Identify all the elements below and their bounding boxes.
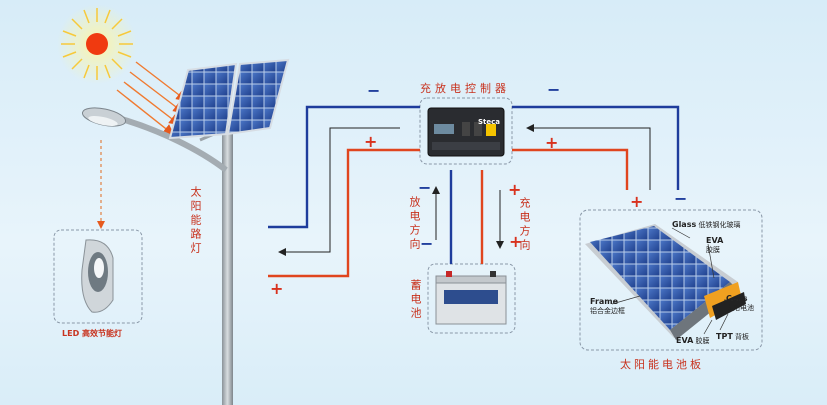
solar-panel-box bbox=[579, 209, 763, 351]
sign-panel-negative: − bbox=[674, 189, 688, 208]
callout-tpt: TPT 背板 bbox=[716, 332, 750, 341]
charge-flow-arrow bbox=[526, 124, 651, 190]
sign-lamp-negative: − bbox=[267, 217, 281, 236]
wires bbox=[268, 105, 680, 278]
sign-charge-positive-bottom: + bbox=[509, 232, 523, 251]
solar-panel-label: 太阳能电池板 bbox=[620, 358, 704, 371]
panel-callouts bbox=[611, 227, 740, 335]
lamp-pole bbox=[222, 125, 233, 405]
sun-icon bbox=[57, 4, 137, 84]
sign-lamp-positive-top: + bbox=[364, 132, 378, 151]
charge-direction-label: 充电方向 bbox=[518, 197, 531, 253]
sign-lamp-positive: + bbox=[270, 279, 284, 298]
sign-charge-positive-top: + bbox=[508, 180, 522, 199]
sun-rays bbox=[116, 61, 188, 136]
led-lamp-box bbox=[53, 229, 143, 324]
sign-discharge-negative-bottom: − bbox=[420, 234, 434, 253]
sign-discharge-negative-top: − bbox=[418, 178, 432, 197]
battery-box bbox=[427, 263, 516, 334]
controller-box bbox=[419, 97, 513, 165]
battery-device bbox=[435, 271, 507, 325]
led-lamp-label: LED 高效节能灯 bbox=[62, 329, 122, 338]
wire-lamp-negative bbox=[268, 105, 420, 229]
callout-eva-bottom: EVA 胶膜 bbox=[676, 336, 710, 345]
callout-glass: Glass 低铁钢化玻璃 bbox=[672, 220, 741, 229]
controller-device bbox=[427, 107, 505, 157]
sign-panel-negative-top: − bbox=[547, 80, 561, 99]
sign-panel-positive-top: + bbox=[545, 133, 559, 152]
solar-panel-module bbox=[585, 224, 746, 340]
lamp-arm bbox=[117, 115, 228, 173]
discharge-flow-arrow bbox=[278, 127, 400, 256]
wire-panel-negative bbox=[512, 105, 680, 190]
wire-panel-positive bbox=[512, 148, 629, 190]
battery-label: 蓄电池 bbox=[409, 279, 422, 321]
sign-lamp-negative-top: − bbox=[367, 81, 381, 100]
street-light-label: 太阳能路灯 bbox=[189, 186, 202, 256]
flow-arrows bbox=[278, 124, 651, 256]
sign-panel-positive: + bbox=[630, 192, 644, 211]
street-solar-panel bbox=[168, 58, 290, 140]
led-lamp-icon bbox=[81, 239, 114, 313]
controller-label: 充放电控制器 bbox=[420, 82, 510, 95]
lamp-head bbox=[81, 107, 127, 127]
discharge-direction-label: 放电方向 bbox=[408, 196, 421, 252]
wire-lamp-positive bbox=[268, 148, 420, 278]
controller-brand: Steca bbox=[478, 118, 501, 126]
